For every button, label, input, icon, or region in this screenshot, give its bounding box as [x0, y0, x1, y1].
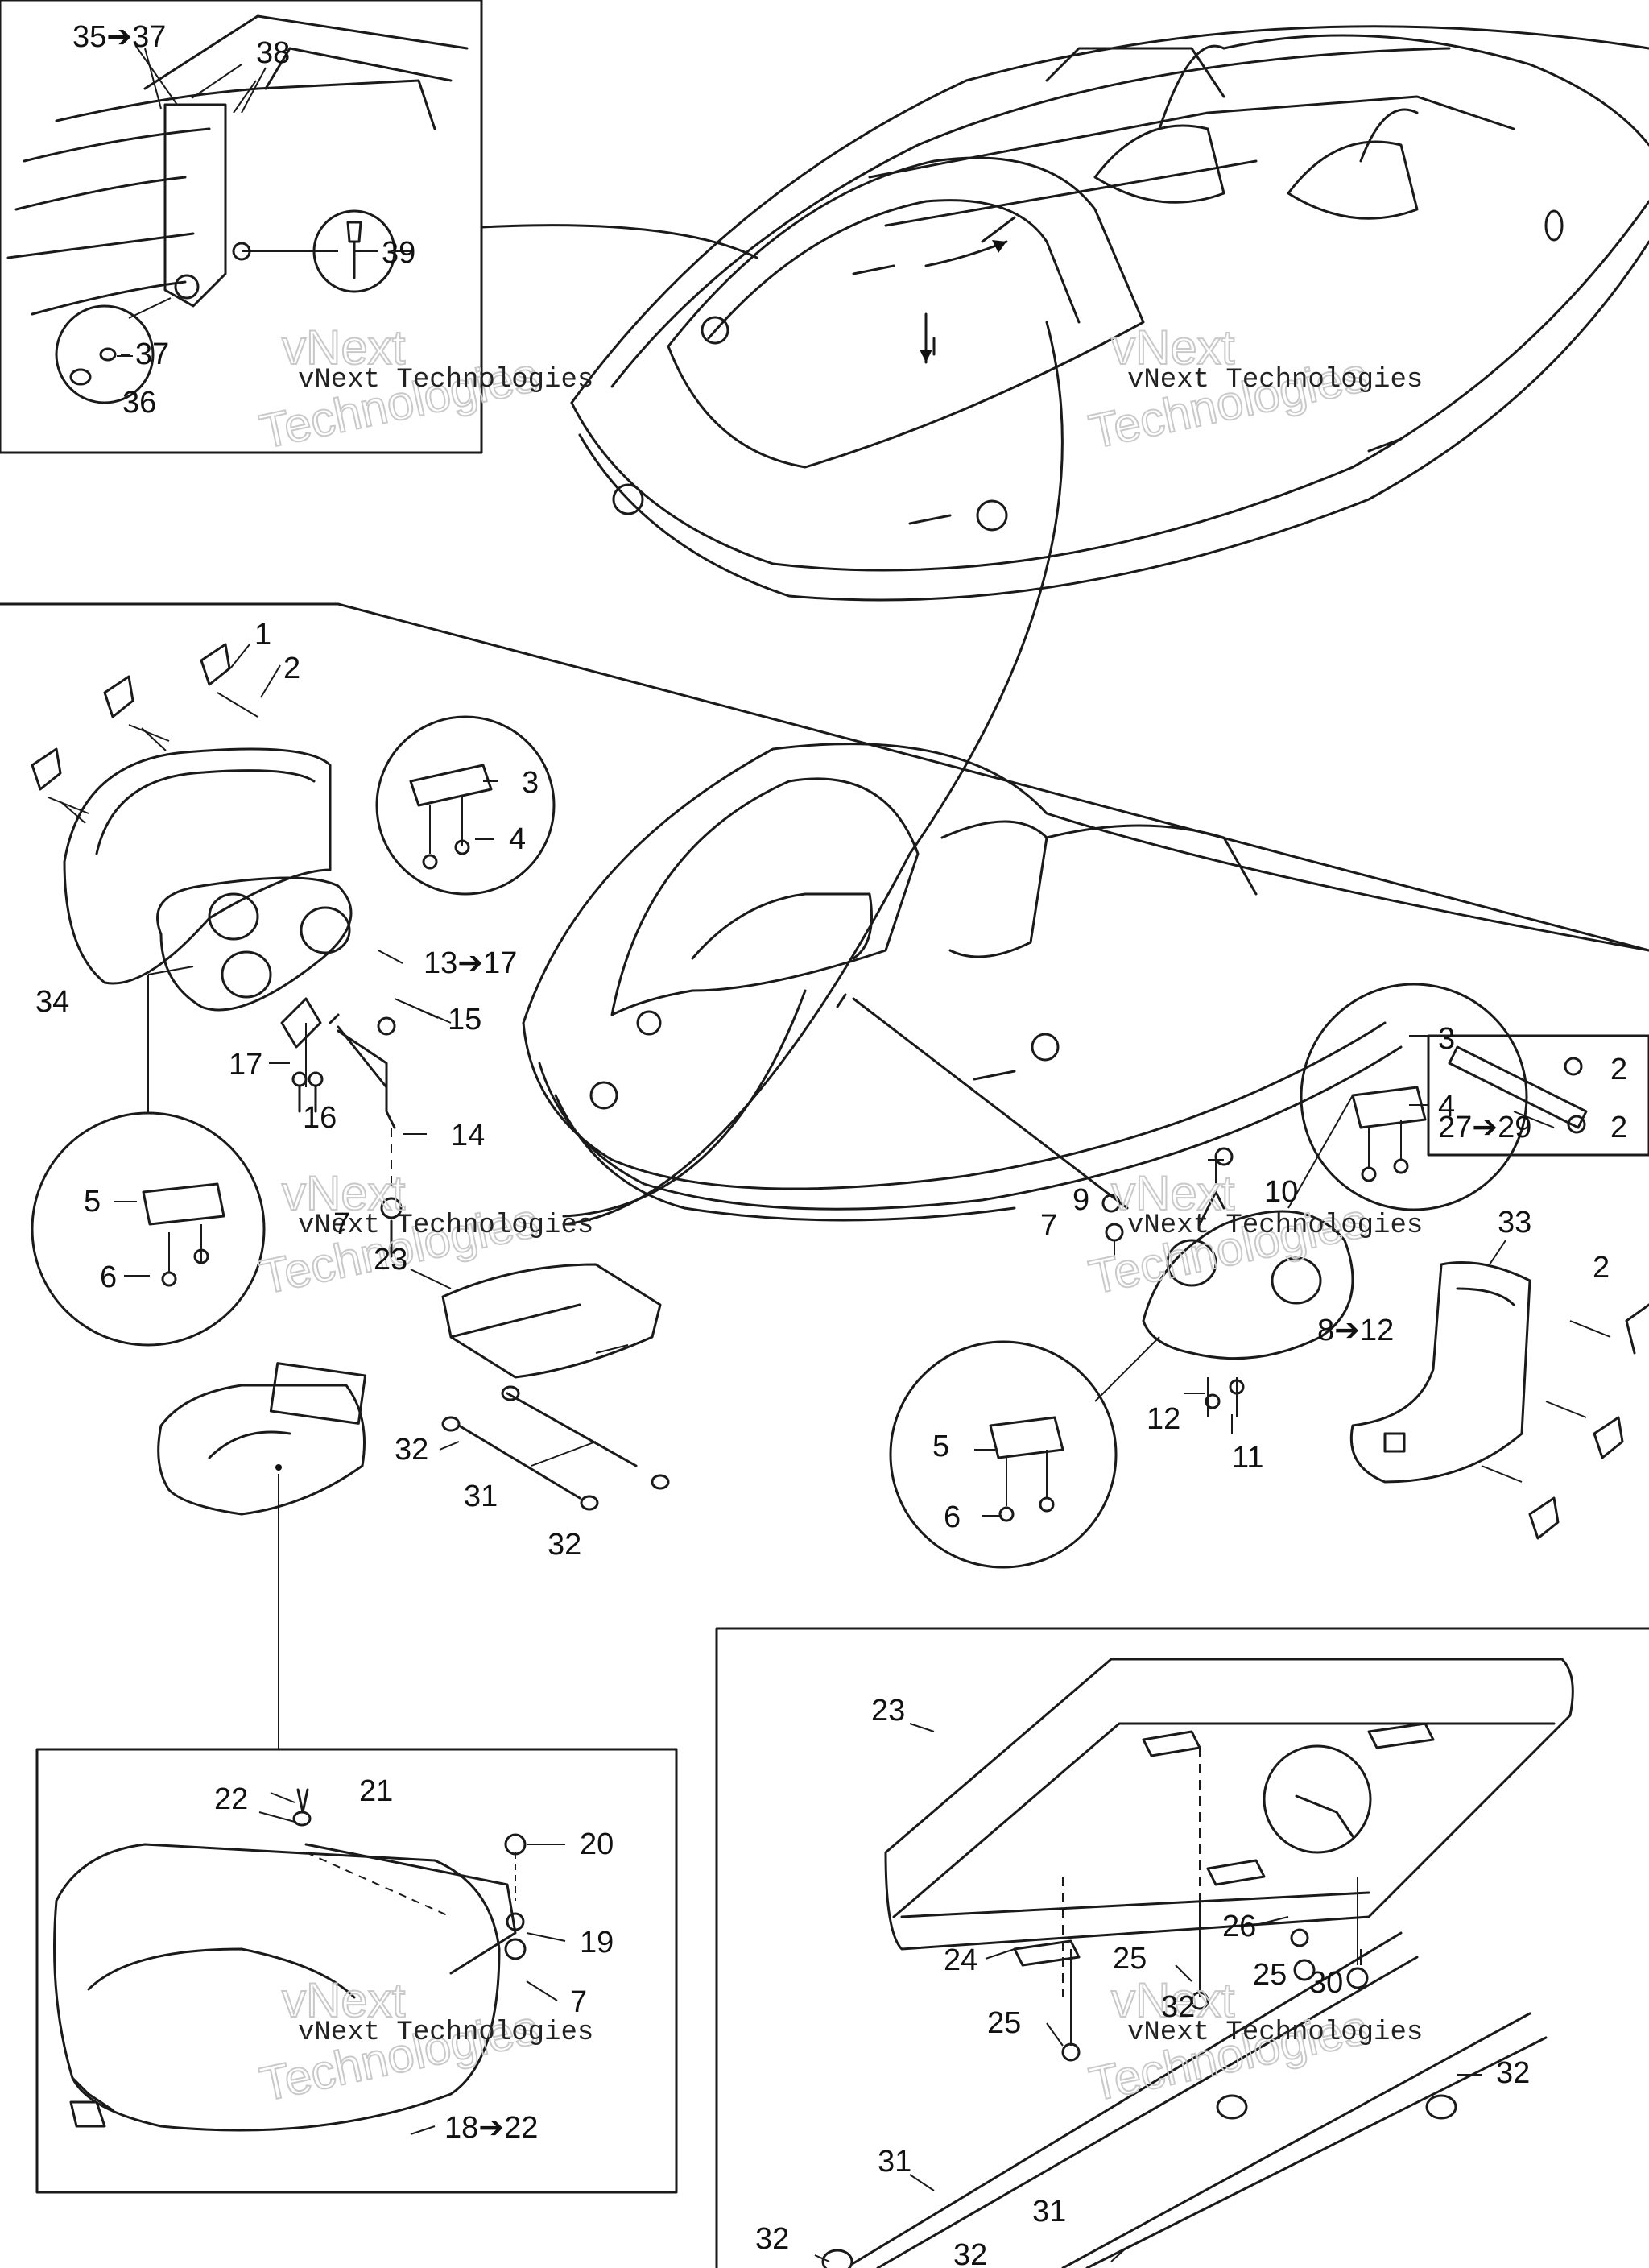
seat-cushion-middle-drawing — [157, 1362, 367, 1749]
callout-32-inset-a: 32 — [1161, 1990, 1195, 2024]
svg-text:vNext Technologies: vNext Technologies — [298, 365, 593, 395]
callout-10: 10 — [1264, 1175, 1298, 1209]
callout-7-left: 7 — [333, 1207, 350, 1241]
callout-labels: 35➔37 38 39 37 36 1 2 3 4 34 13➔17 15 17… — [35, 20, 1627, 2268]
callout-19: 19 — [580, 1926, 614, 1960]
callout-36: 36 — [122, 386, 156, 420]
callout-7-right: 7 — [1040, 1209, 1057, 1243]
cushion-23-drawing — [441, 1263, 662, 1379]
callout-25-c: 25 — [987, 2006, 1021, 2040]
callout-38: 38 — [256, 36, 290, 70]
backrest-33-drawing — [1349, 1261, 1531, 1484]
svg-text:vNext: vNext — [1111, 1166, 1235, 1220]
callout-3-left: 3 — [522, 766, 539, 800]
svg-text:vNext: vNext — [1111, 1973, 1235, 2027]
callout-22: 22 — [214, 1782, 248, 1816]
callout-6-right: 6 — [944, 1500, 961, 1534]
inset-frame-bottom-left — [35, 1748, 678, 2194]
bracket-detail-left-lower — [31, 966, 266, 1347]
callout-6-left: 6 — [100, 1260, 117, 1294]
watermark-top-left: vNext Technologies vNext Technologies — [254, 320, 593, 460]
watermark-middle-right: vNext Technologies vNext Technologies — [1084, 1165, 1423, 1306]
callout-31-inset-a: 31 — [878, 2145, 911, 2179]
callout-5-left: 5 — [84, 1185, 101, 1219]
svg-text:vNext Technologies: vNext Technologies — [298, 1211, 593, 1241]
bracket-detail-right-lower — [889, 1336, 1160, 1569]
callout-16: 16 — [303, 1101, 337, 1135]
callout-34: 34 — [35, 985, 69, 1019]
svg-text:vNext: vNext — [282, 1973, 406, 2027]
right-seat-assembly-drawing — [1101, 1095, 1354, 1418]
callout-30: 30 — [1309, 1966, 1343, 2000]
strap-detail-drawing — [1448, 1045, 1588, 1134]
callout-4-left: 4 — [509, 822, 526, 856]
callout-12: 12 — [1147, 1402, 1180, 1436]
svg-text:vNext: vNext — [282, 321, 406, 375]
callout-32-inset-c: 32 — [755, 2222, 789, 2256]
callout-2-edge-b: 2 — [1610, 1111, 1627, 1144]
callout-17: 17 — [229, 1048, 262, 1082]
callout-23-mid: 23 — [374, 1243, 407, 1277]
rod-set-middle-drawing — [441, 1385, 670, 1511]
callout-2-right: 2 — [1593, 1251, 1610, 1285]
callout-39: 39 — [382, 236, 415, 270]
svg-text:vNext: vNext — [1111, 321, 1235, 375]
callout-31-inset-b: 31 — [1032, 2195, 1066, 2229]
hinge-detail-drawing — [6, 14, 758, 404]
callout-21: 21 — [359, 1774, 393, 1808]
inset-frame-small-right — [1427, 1034, 1649, 1157]
callout-32-mid-b: 32 — [548, 1528, 581, 1562]
callout-1: 1 — [254, 618, 271, 652]
boat-overview-drawing — [562, 25, 1649, 1226]
callout-14: 14 — [451, 1119, 485, 1153]
callout-31-mid: 31 — [464, 1480, 498, 1513]
callout-25-b: 25 — [1253, 1958, 1287, 1992]
watermark-bottom-right: vNext Technologies vNext Technologies — [1084, 1972, 1423, 2113]
callout-35-37: 35➔37 — [72, 20, 166, 54]
left-clip-hardware — [31, 643, 258, 824]
callout-leaders — [114, 44, 1555, 2262]
callout-2-left: 2 — [283, 652, 300, 685]
svg-text:vNext Technologies: vNext Technologies — [1127, 365, 1423, 395]
callout-4-right: 4 — [1438, 1090, 1455, 1124]
watermark-top-right: vNext Technologies vNext Technologies — [1084, 320, 1423, 460]
callout-32-inset-b: 32 — [1496, 2056, 1530, 2090]
callout-25-a: 25 — [1113, 1942, 1147, 1976]
callout-23-inset: 23 — [871, 1694, 905, 1728]
callout-32-mid-a: 32 — [395, 1433, 428, 1467]
svg-text:vNext Technologies: vNext Technologies — [1127, 2018, 1423, 2048]
watermark-bottom-left: vNext Technologies vNext Technologies — [254, 1972, 593, 2113]
boat-bow-drawing — [522, 743, 1649, 1222]
callout-18-22: 18➔22 — [444, 2111, 538, 2145]
seat-inset-drawing — [53, 1788, 527, 2132]
callout-20: 20 — [580, 1827, 614, 1861]
callout-26: 26 — [1222, 1910, 1256, 1943]
cushion-underside-drawing — [821, 1658, 1574, 2268]
callout-2-edge-a: 2 — [1610, 1053, 1627, 1086]
callout-37: 37 — [135, 337, 169, 371]
bracket-detail-right-upper — [1300, 983, 1528, 1211]
inset-frame-bottom-right — [715, 1627, 1649, 2268]
watermark-middle-left: vNext Technologies vNext Technologies — [254, 1165, 593, 1306]
callout-8-12: 8➔12 — [1317, 1314, 1394, 1347]
callout-9: 9 — [1072, 1183, 1089, 1217]
direction-arrows — [920, 240, 1008, 364]
callout-24: 24 — [944, 1943, 977, 1977]
callout-3-right: 3 — [1438, 1022, 1455, 1056]
svg-text:vNext Technologies: vNext Technologies — [1127, 1211, 1423, 1241]
callout-13-17: 13➔17 — [424, 946, 517, 980]
callout-32-inset-d: 32 — [953, 2238, 987, 2268]
callout-33: 33 — [1498, 1206, 1531, 1240]
callout-15: 15 — [448, 1003, 481, 1037]
right-clip-hardware — [1481, 1303, 1649, 1540]
callout-5-right: 5 — [932, 1430, 949, 1463]
callout-7-inset: 7 — [570, 1985, 587, 2019]
svg-text:vNext Technologies: vNext Technologies — [298, 2018, 593, 2048]
svg-text:vNext: vNext — [282, 1166, 406, 1220]
bracket-detail-left-upper — [375, 715, 556, 896]
callout-27-29: 27➔29 — [1438, 1111, 1531, 1144]
callout-11: 11 — [1232, 1441, 1263, 1475]
